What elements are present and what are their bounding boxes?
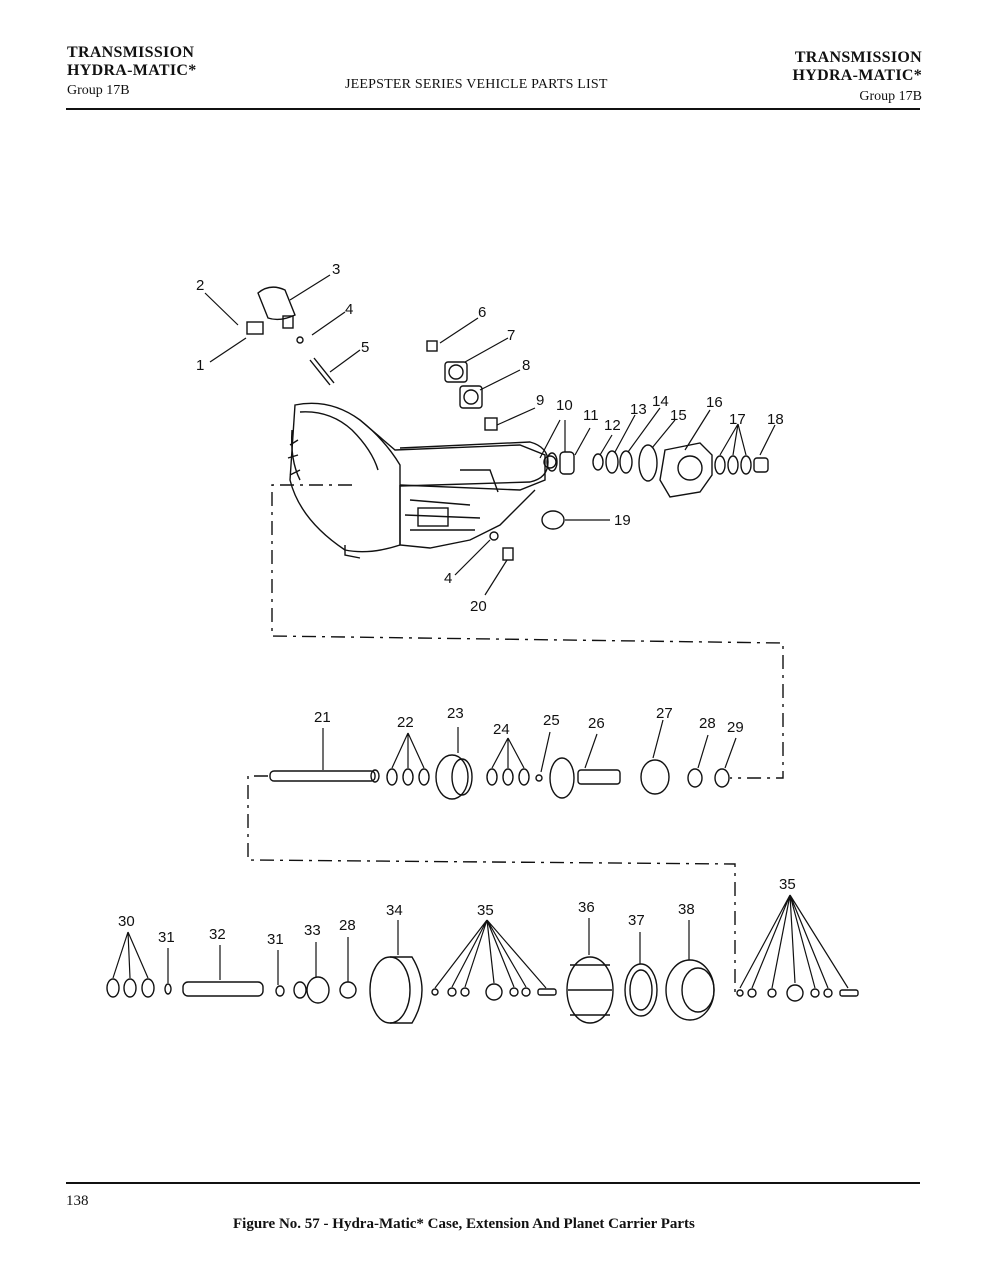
- footer-rule: [66, 1182, 920, 1184]
- page-number: 138: [66, 1193, 89, 1209]
- callout-number: 27: [656, 705, 673, 722]
- callout-number: 28: [339, 917, 356, 934]
- header-left-title: TRANSMISSION: [67, 44, 195, 61]
- callout-number: 38: [678, 901, 695, 918]
- callout-number: 11: [583, 407, 599, 424]
- figure-caption: Figure No. 57 - Hydra-Matic* Case, Exten…: [233, 1216, 695, 1232]
- callout-number: 4: [444, 570, 452, 587]
- callout-number: 7: [507, 327, 515, 344]
- callout-number: 26: [588, 715, 605, 732]
- callout-number: 12: [604, 417, 621, 434]
- parts-group-30-38: [106, 956, 859, 1024]
- parts-group-1-5: [246, 286, 335, 386]
- header-right-group: Group 17B: [859, 89, 922, 104]
- callout-number: 17: [729, 411, 746, 428]
- callout-number: 35: [779, 876, 796, 893]
- callout-number: 2: [196, 277, 204, 294]
- callout-number: 34: [386, 902, 403, 919]
- callout-number: 31: [267, 931, 284, 948]
- callout-number: 35: [477, 902, 494, 919]
- callout-number: 1: [196, 357, 204, 374]
- callout-number: 25: [543, 712, 560, 729]
- parts-group-6-9: [426, 340, 498, 431]
- callout-number: 13: [630, 401, 647, 418]
- callout-number: 33: [304, 922, 321, 939]
- transmission-case-drawing: [287, 402, 557, 559]
- callout-number: 5: [361, 339, 369, 356]
- callout-number: 3: [332, 261, 340, 278]
- header-left-subtitle: HYDRA-MATIC*: [67, 62, 197, 79]
- callout-number: 18: [767, 411, 784, 428]
- leader-lines: [112, 274, 849, 989]
- callout-number: 36: [578, 899, 595, 916]
- header-center-title: JEEPSTER SERIES VEHICLE PARTS LIST: [345, 77, 608, 92]
- callout-number: 19: [614, 512, 631, 529]
- callout-number: 15: [670, 407, 687, 424]
- parts-group-21-29: [269, 754, 730, 800]
- header-left-group: Group 17B: [67, 83, 130, 98]
- callout-number: 4: [345, 301, 353, 318]
- callout-number: 28: [699, 715, 716, 732]
- parts-group-10-19: [489, 442, 769, 561]
- callout-number: 10: [556, 397, 573, 414]
- callout-number: 31: [158, 929, 175, 946]
- callout-number: 20: [470, 598, 487, 615]
- callout-number: 24: [493, 721, 510, 738]
- header-rule: [66, 108, 920, 110]
- callout-number: 29: [727, 719, 744, 736]
- callout-number: 22: [397, 714, 414, 731]
- callout-number: 32: [209, 926, 226, 943]
- callout-number: 9: [536, 392, 544, 409]
- header-right-title: TRANSMISSION: [794, 49, 922, 66]
- callout-number: 14: [652, 393, 669, 410]
- callout-number: 37: [628, 912, 645, 929]
- callout-number: 6: [478, 304, 486, 321]
- callout-number: 8: [522, 357, 530, 374]
- header-right-subtitle: HYDRA-MATIC*: [792, 67, 922, 84]
- callout-number: 21: [314, 709, 331, 726]
- callout-number: 16: [706, 394, 723, 411]
- routing-lines: [247, 484, 784, 995]
- callout-number: 23: [447, 705, 464, 722]
- callout-number: 30: [118, 913, 135, 930]
